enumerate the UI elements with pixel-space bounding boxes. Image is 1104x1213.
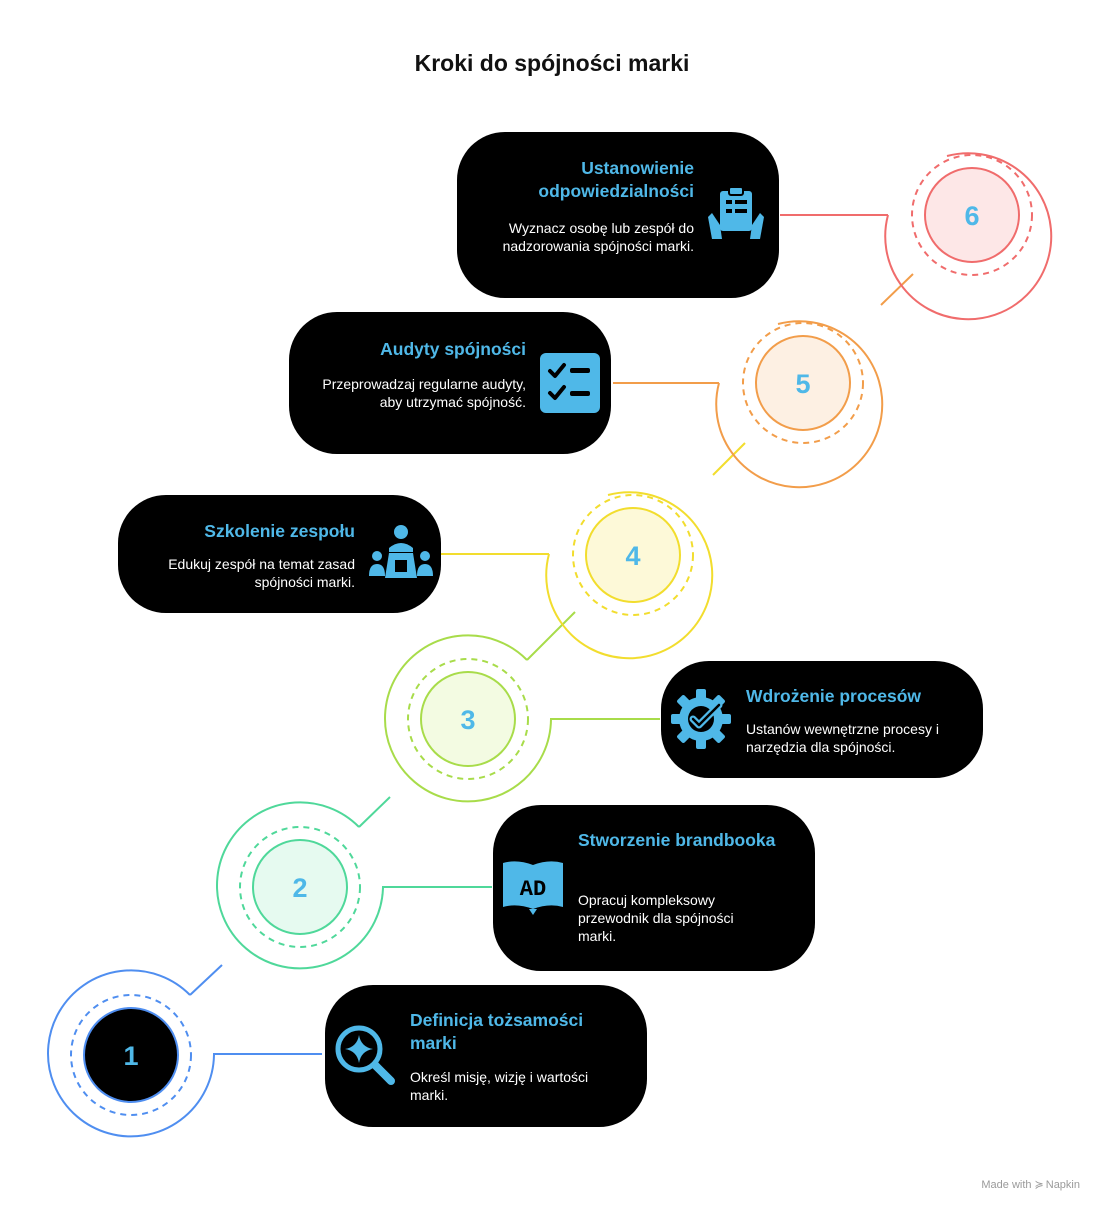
step-4-outer-ring <box>545 491 714 660</box>
step-2-dashed-ring <box>239 826 361 948</box>
credit-prefix: Made with <box>981 1179 1032 1191</box>
step-4-connector <box>712 442 746 476</box>
step-3-connector <box>526 611 576 661</box>
step-6-description: Wyznacz osobę lub zespół do nadzorowania… <box>502 220 694 254</box>
napkin-credit[interactable]: Made with≽Napkin <box>981 1178 1080 1191</box>
step-5-outer-ring <box>715 320 884 489</box>
step-6-number: 6 <box>964 201 979 231</box>
step-4-circle <box>585 507 681 603</box>
step-4-card: Szkolenie zespołu Edukuj zespół na temat… <box>118 495 441 613</box>
step-2-heading: Stworzenie brandbooka <box>578 830 776 850</box>
step-2-description: Opracuj kompleksowy przewodnik dla spójn… <box>578 892 734 944</box>
step-3-dashed-ring <box>407 658 529 780</box>
step-6-outer-ring <box>884 152 1053 321</box>
step-2-node: 2 <box>216 796 492 970</box>
step-6-circle <box>924 167 1020 263</box>
step-6-dashed-ring <box>911 154 1033 276</box>
step-1-outer-ring <box>47 969 322 1138</box>
clipboard-hands-icon <box>708 186 764 239</box>
step-4-dashed-ring <box>572 494 694 616</box>
ad-book-icon: AD <box>503 861 563 915</box>
step-6-card: Ustanowienie odpowiedzialności Wyznacz o… <box>457 132 779 298</box>
step-2-number: 2 <box>292 873 307 903</box>
step-1-card: Definicja tożsamości marki Określ misję,… <box>325 985 647 1127</box>
step-1-number: 1 <box>123 1041 138 1071</box>
gear-check-icon <box>671 689 731 749</box>
step-3-number: 3 <box>460 705 475 735</box>
step-3-description: Ustanów wewnętrzne procesy i narzędzia d… <box>746 721 939 755</box>
step-2-outer-ring <box>216 801 492 970</box>
svg-text:AD: AD <box>520 877 546 902</box>
team-presenter-icon <box>369 525 433 578</box>
step-5-card: Audyty spójności Przeprowadzaj regularne… <box>289 312 611 454</box>
step-6-heading: Ustanowienie odpowiedzialności <box>538 158 694 201</box>
checklist-icon <box>540 353 600 413</box>
step-2-card: AD Stworzenie brandbooka Opracuj komplek… <box>493 805 815 971</box>
step-6-node: 6 <box>780 152 1053 321</box>
step-1-heading: Definicja tożsamości marki <box>410 1010 584 1053</box>
credit-brand: Napkin <box>1045 1179 1080 1191</box>
diagram-title: Kroki do spójności marki <box>414 50 690 76</box>
step-5-node: 5 <box>613 273 914 489</box>
napkin-logo-icon: ≽ <box>1034 1179 1044 1191</box>
step-1-dashed-ring <box>70 994 192 1116</box>
step-3-outer-ring <box>384 634 660 803</box>
step-4-heading: Szkolenie zespołu <box>204 521 355 541</box>
step-1-node: 1 <box>47 964 322 1138</box>
step-3-node: 3 <box>384 611 660 803</box>
search-sparkle-icon <box>335 1025 395 1085</box>
step-4-description: Edukuj zespół na temat zasad spójności m… <box>168 556 355 590</box>
step-5-dashed-ring <box>742 322 864 444</box>
step-3-card: Wdrożenie procesów Ustanów wewnętrzne pr… <box>661 661 983 778</box>
step-5-connector <box>880 273 914 306</box>
step-5-heading: Audyty spójności <box>380 339 526 359</box>
step-4-number: 4 <box>625 541 640 571</box>
step-4-node: 4 <box>441 442 746 660</box>
step-1-connector <box>189 964 223 996</box>
step-1-circle <box>83 1007 179 1103</box>
step-5-number: 5 <box>795 369 810 399</box>
step-5-description: Przeprowadzaj regularne audyty, aby utrz… <box>322 376 526 410</box>
step-2-circle <box>252 839 348 935</box>
step-1-description: Określ misję, wizję i wartości marki. <box>410 1069 589 1103</box>
step-5-circle <box>755 335 851 431</box>
step-3-circle <box>420 671 516 767</box>
step-3-heading: Wdrożenie procesów <box>746 686 922 706</box>
step-2-connector <box>358 796 391 828</box>
